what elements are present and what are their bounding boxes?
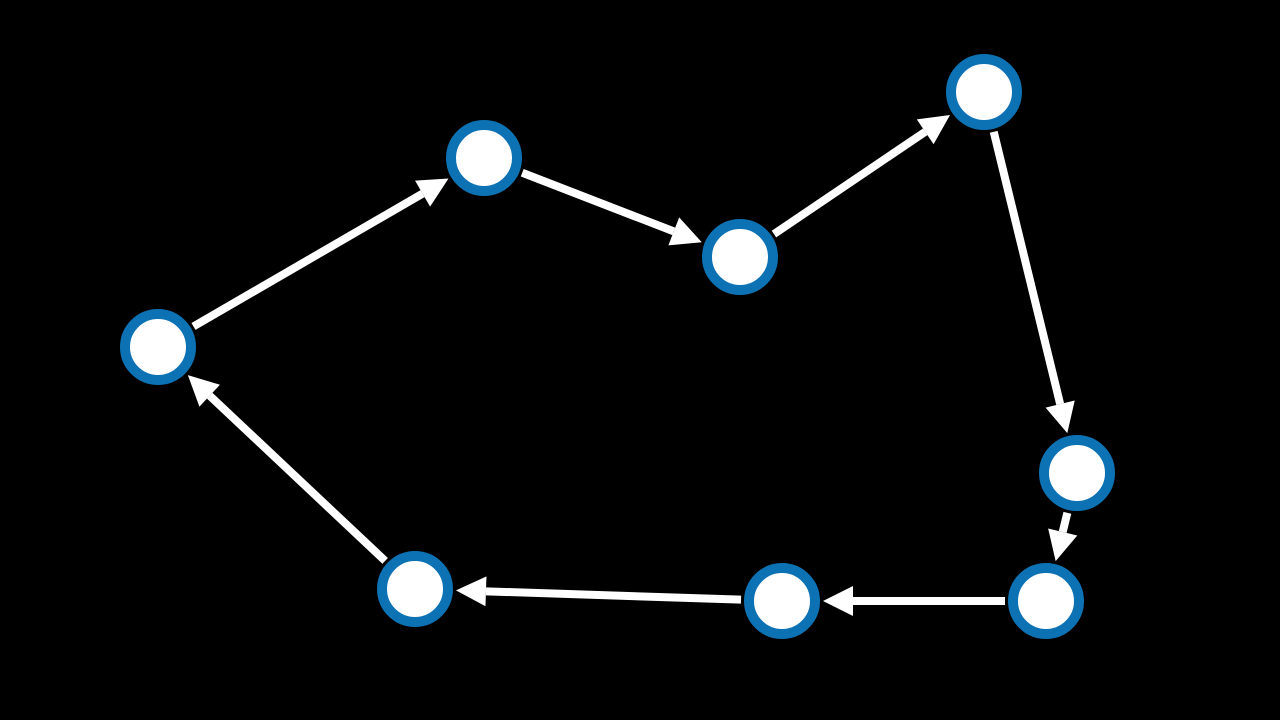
edge-arrowhead-icon bbox=[823, 586, 853, 616]
edge-arrowhead-icon bbox=[415, 178, 449, 207]
graph-node[interactable] bbox=[946, 54, 1022, 130]
graph-edge[interactable] bbox=[989, 130, 1075, 434]
graph-edge[interactable] bbox=[187, 375, 388, 564]
graph-edge[interactable] bbox=[455, 576, 742, 607]
graph-edge[interactable] bbox=[191, 178, 449, 330]
node-circle-icon bbox=[1008, 563, 1084, 639]
graph-node[interactable] bbox=[702, 219, 778, 295]
edges-layer bbox=[187, 114, 1078, 616]
node-circle-icon bbox=[744, 563, 820, 639]
node-circle-icon bbox=[1039, 435, 1115, 511]
edge-shaft bbox=[520, 169, 676, 236]
graph-edge[interactable] bbox=[823, 586, 1005, 616]
edge-shaft bbox=[1058, 511, 1072, 533]
edge-arrowhead-icon bbox=[455, 576, 487, 607]
graph-edge[interactable] bbox=[520, 169, 702, 246]
edge-shaft bbox=[191, 190, 425, 330]
graph-edge[interactable] bbox=[1048, 511, 1078, 562]
graph-edge[interactable] bbox=[771, 114, 951, 238]
graph-node[interactable] bbox=[1039, 435, 1115, 511]
edge-arrowhead-icon bbox=[1045, 400, 1075, 434]
graph-node[interactable] bbox=[744, 563, 820, 639]
edge-shaft bbox=[485, 587, 742, 604]
graph-node[interactable] bbox=[120, 309, 196, 385]
node-circle-icon bbox=[702, 219, 778, 295]
node-circle-icon bbox=[377, 551, 453, 627]
edge-shaft bbox=[206, 392, 388, 564]
edge-shaft bbox=[771, 128, 928, 238]
edge-arrowhead-icon bbox=[916, 114, 951, 145]
graph-node[interactable] bbox=[377, 551, 453, 627]
edge-arrowhead-icon bbox=[187, 375, 220, 407]
edge-arrowhead-icon bbox=[1048, 528, 1078, 562]
nodes-layer bbox=[120, 54, 1115, 639]
graph-node[interactable] bbox=[446, 120, 522, 196]
graph-node[interactable] bbox=[1008, 563, 1084, 639]
node-circle-icon bbox=[946, 54, 1022, 130]
edge-arrowhead-icon bbox=[668, 217, 702, 246]
node-circle-icon bbox=[446, 120, 522, 196]
node-circle-icon bbox=[120, 309, 196, 385]
edge-shaft bbox=[989, 130, 1065, 405]
